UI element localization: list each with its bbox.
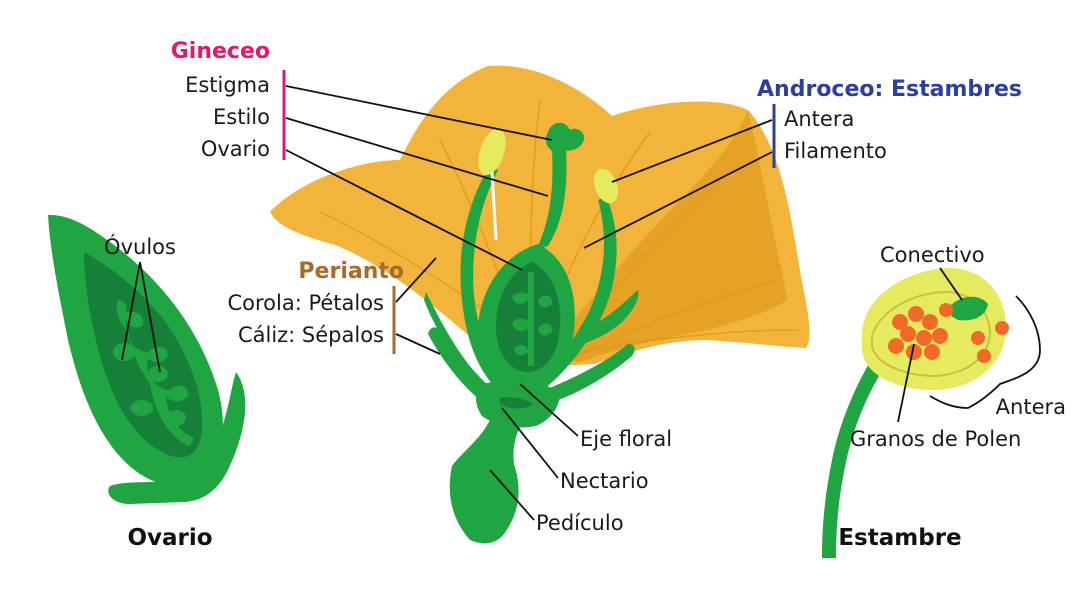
pollen-grain	[977, 349, 991, 363]
anther-detail	[862, 268, 1006, 390]
androceo-title: Androceo: Estambres	[757, 77, 1022, 102]
pollen-grain	[995, 321, 1009, 335]
estambre-caption: Estambre	[838, 525, 961, 551]
pediculo-label: Pedículo	[536, 511, 624, 535]
pedicel	[450, 420, 524, 543]
eje-floral-label: Eje floral	[580, 427, 672, 451]
ovule-3	[131, 400, 153, 416]
pollen-grain	[922, 314, 938, 330]
gineceo-title: Gineceo	[171, 39, 270, 64]
estigma-label: Estigma	[185, 73, 270, 97]
pollen-grain	[916, 330, 932, 346]
pollen-grain	[888, 338, 904, 354]
pollen-grain	[939, 303, 953, 317]
ovulos-label: Óvulos	[104, 234, 176, 259]
ovary-detail: Óvulos Ovario	[48, 215, 245, 551]
perianto-title: Perianto	[298, 259, 404, 284]
antera-label: Antera	[784, 107, 854, 131]
corola-label: Corola: Pétalos	[227, 291, 384, 315]
pollen-grain	[924, 344, 940, 360]
caliz-label: Cáliz: Sépalos	[238, 323, 384, 347]
pollen-grain	[932, 328, 948, 344]
ovule-4	[166, 410, 186, 426]
polen-label: Granos de Polen	[850, 427, 1021, 451]
ovario-label: Ovario	[201, 137, 270, 161]
pollen-grain	[900, 326, 916, 342]
stamen-detail: Conectivo Antera Granos de Polen Estambr…	[822, 243, 1066, 558]
ovario-caption: Ovario	[127, 525, 212, 551]
estilo-label: Estilo	[213, 105, 270, 129]
pollen-grain	[908, 306, 924, 322]
conectivo-label: Conectivo	[880, 243, 985, 267]
pollen-grain	[971, 331, 985, 345]
filamento-label: Filamento	[784, 139, 887, 163]
nectario-label: Nectario	[560, 469, 649, 493]
ovule-2	[148, 366, 168, 382]
antera-detail-label: Antera	[996, 395, 1066, 419]
